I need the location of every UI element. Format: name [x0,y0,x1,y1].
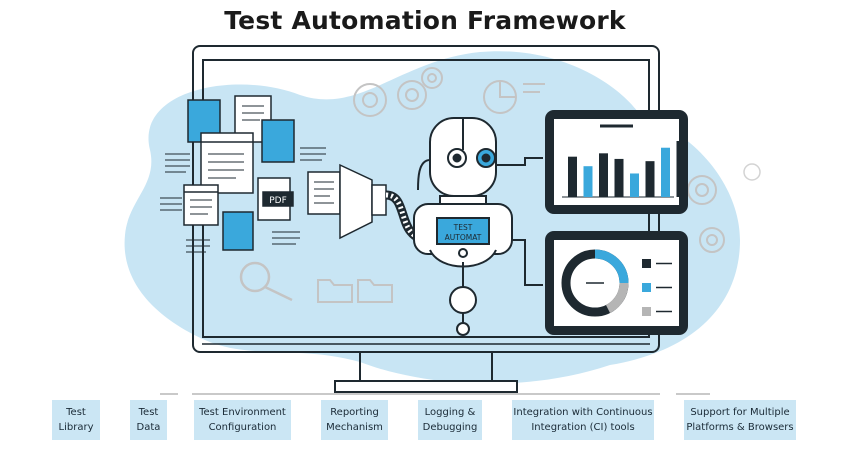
document-lines [160,105,334,253]
bar [630,173,639,197]
legend-swatch [642,283,651,292]
divider-line [160,393,178,395]
robot-badge-line1: TEST [453,223,473,232]
divider-line [192,393,660,395]
folder-icon [317,279,393,303]
bar [676,141,686,197]
bar [599,153,608,197]
divider-line [676,393,710,395]
bar [661,147,670,197]
bar [568,156,577,197]
legend-swatch [642,307,651,316]
bar [645,161,655,197]
bar-chart-bars [568,141,686,197]
component-test-data: Test Data [130,400,167,440]
component-test-environment: Test Environment Configuration [194,400,291,440]
donut-chart-screen [554,240,679,326]
component-reporting: Reporting Mechanism [321,400,388,440]
legend-swatch [642,259,651,268]
bar [614,158,624,197]
component-multi-platform: Support for Multiple Platforms & Browser… [684,400,796,440]
component-ci-integration: Integration with Continuous Integration … [512,400,654,440]
robot-badge-line2: AUTOMAT [445,233,482,242]
donut-chart [561,249,629,317]
component-logging-debugging: Logging & Debugging [418,400,482,440]
decor-circle [743,163,761,181]
pie-chart-icon [483,80,545,114]
pdf-label: PDF [269,196,287,206]
magnifier-icon [239,261,293,302]
robot-icon [413,117,543,336]
component-test-library: Test Library [52,400,100,440]
documents-icon [183,95,341,251]
donut-legend [642,259,672,316]
page-title: Test Automation Framework [224,6,626,35]
bar [583,166,593,197]
